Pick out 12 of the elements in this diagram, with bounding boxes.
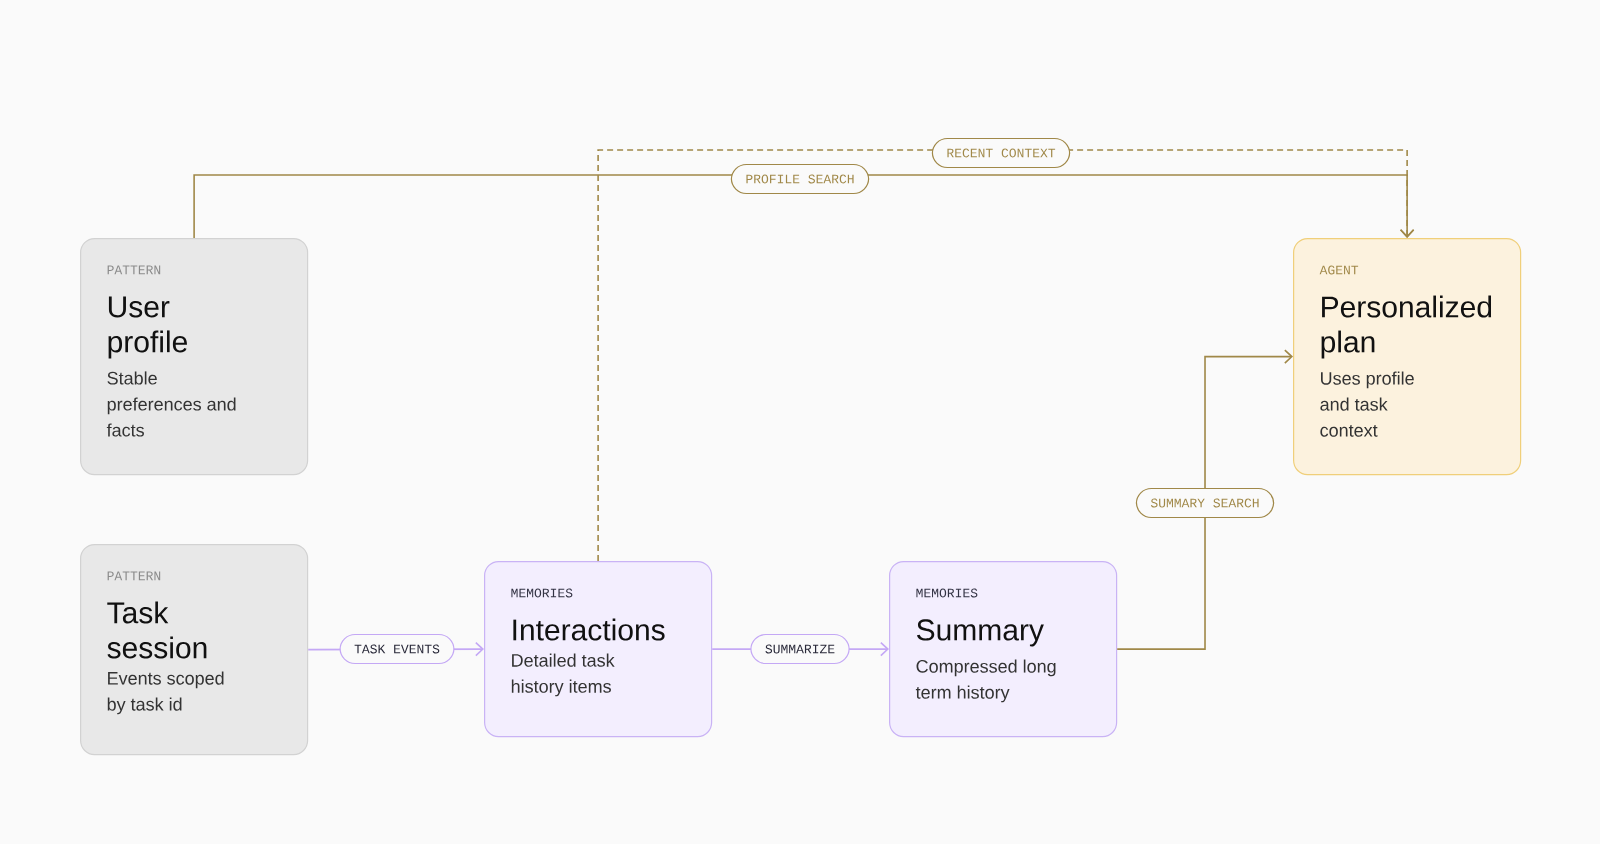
edge-label: RECENT CONTEXT bbox=[931, 137, 1071, 169]
card: PATTERN Task session Events scoped by task id bbox=[80, 544, 309, 756]
edge-label: SUMMARY SEARCH bbox=[1135, 487, 1275, 519]
card: MEMORIES Summary Compressed long term history bbox=[889, 561, 1118, 738]
card: AGENT Personalized plan Uses profile and task context bbox=[1293, 238, 1522, 476]
edge-label: TASK EVENTS bbox=[339, 633, 455, 665]
arrow bbox=[597, 149, 1415, 562]
edge-label: SUMMARIZE bbox=[750, 633, 850, 665]
card: MEMORIES Interactions Detailed task history items bbox=[484, 561, 713, 738]
arrow bbox=[1116, 349, 1293, 650]
edge-label: PROFILE SEARCH bbox=[730, 163, 870, 195]
card: PATTERN User profile Stable preferences and facts bbox=[80, 238, 309, 476]
